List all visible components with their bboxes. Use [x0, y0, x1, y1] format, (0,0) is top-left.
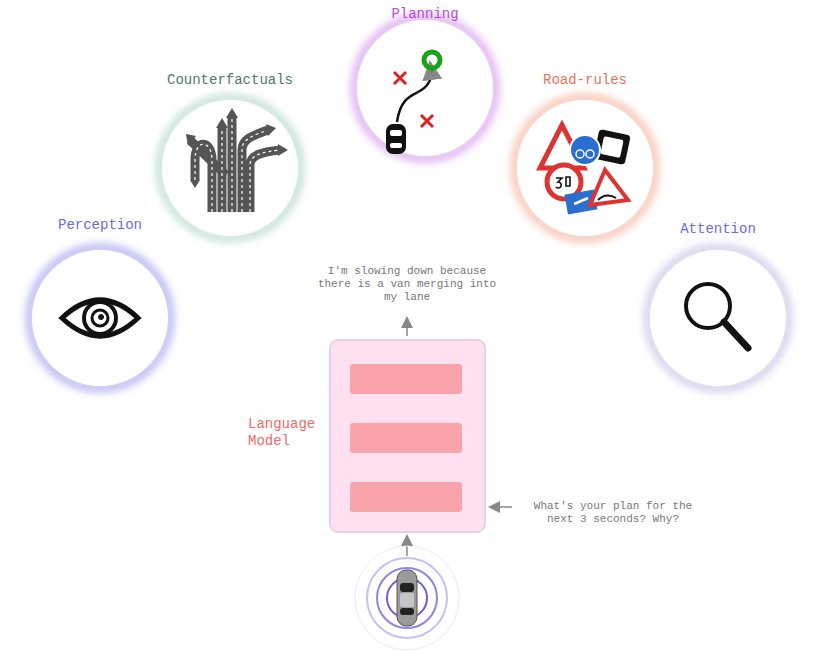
capability-circle: Road-rules — [505, 72, 665, 238]
circle-heading: Counterfactuals — [150, 72, 310, 88]
perception-icon — [62, 300, 138, 336]
glow-rings — [30, 18, 788, 388]
planning-icon — [386, 52, 440, 154]
model-label: Language Model — [248, 416, 322, 450]
annotation-text: I'm slowing down because there is a van … — [317, 265, 497, 304]
capability-circle: Counterfactuals — [150, 72, 310, 238]
flow-arrows — [407, 322, 512, 556]
circle-faces — [32, 20, 786, 386]
language-model: Language Model — [330, 340, 485, 532]
circle-heading: Attention — [638, 221, 798, 237]
counterfactuals-icon — [186, 108, 288, 212]
road-rules-icon — [540, 125, 631, 214]
annotation-text: What's your plan for the next 3 seconds?… — [518, 500, 708, 526]
capability-circle: Attention — [638, 221, 798, 388]
capability-circle: Planning — [345, 6, 505, 158]
attention-icon — [686, 284, 748, 348]
circle-heading: Road-rules — [505, 72, 665, 88]
circle-heading: Planning — [345, 6, 505, 22]
car-sensors — [355, 546, 459, 650]
language-model-box — [330, 340, 485, 532]
capability-circle: Perception — [20, 217, 180, 388]
circle-heading: Perception — [20, 217, 180, 233]
